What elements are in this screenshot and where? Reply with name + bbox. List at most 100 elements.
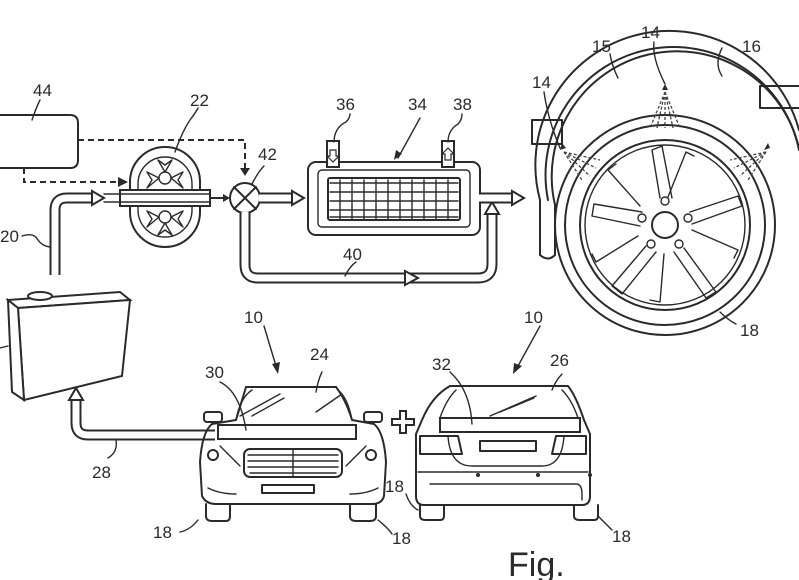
leader-18-rr [597, 515, 613, 531]
bypass-line [239, 212, 498, 284]
ref-18-fr: 18 [392, 529, 411, 548]
rear-wheel-right [573, 504, 599, 521]
combine-plus-icon [391, 410, 415, 434]
vehicle-front [199, 386, 387, 522]
valve [229, 182, 261, 214]
ref-18-rl: 18 [385, 477, 404, 496]
heat-exchanger [307, 140, 481, 236]
ref-38: 38 [453, 95, 472, 114]
leader-18-rl [405, 493, 419, 511]
front-wheel-right [349, 503, 377, 522]
ref-15: 15 [592, 37, 611, 56]
leader-26 [551, 373, 563, 391]
leader-14-left [543, 91, 561, 149]
flow-arrow-bypass-up [483, 200, 501, 215]
front-wheel-left [205, 503, 231, 522]
ref-20: 20 [0, 227, 19, 246]
ref-24: 24 [310, 345, 329, 364]
control-arrow-pump [118, 177, 128, 187]
ref-18-rr: 18 [612, 527, 631, 546]
arrowhead-10-rear [513, 363, 522, 374]
rear-license-plate [479, 440, 537, 452]
ref-16: 16 [742, 37, 761, 56]
leader-38 [447, 113, 463, 143]
wheel-spokes [591, 145, 743, 303]
ref-42: 42 [258, 145, 277, 164]
figure-caption: Fig. [508, 546, 565, 580]
front-license-plate [261, 484, 315, 494]
ref-32: 32 [432, 355, 451, 374]
rear-wheel-left [419, 504, 445, 521]
spray-nozzle-right [729, 143, 770, 181]
collection-tank [5, 290, 133, 402]
ref-10-rear: 10 [524, 308, 543, 327]
flow-arrow-pump [223, 194, 230, 202]
arrowhead-34 [394, 150, 402, 160]
leader-10-front [263, 325, 277, 367]
hx-outlet-arrow-icon [440, 147, 456, 161]
leader-22 [174, 107, 199, 153]
leader-40 [344, 261, 357, 277]
leader-16 [717, 47, 723, 77]
pump [103, 146, 211, 248]
ref-18-fl: 18 [153, 523, 172, 542]
ref-36: 36 [336, 95, 355, 114]
leader-30 [219, 381, 247, 431]
control-arrow-valve [240, 168, 250, 176]
pump-rotor-top [146, 159, 184, 189]
leader-28 [107, 439, 118, 459]
hx-core-grid [329, 179, 459, 220]
leader-tank [0, 345, 9, 349]
controller-box [0, 114, 79, 169]
leader-18-fl [179, 519, 199, 533]
control-line-pump [23, 168, 118, 183]
flow-arrow-hx-in [291, 189, 306, 207]
leader-44 [31, 99, 41, 121]
taillight-left [419, 435, 463, 455]
supply-line [49, 192, 92, 276]
headlight-left [207, 449, 219, 461]
flow-arrow-tank [67, 386, 85, 401]
flow-arrow-bypass [404, 269, 421, 287]
flow-arrow-supply [91, 189, 106, 207]
leader-32 [449, 371, 473, 425]
ref-28: 28 [92, 463, 111, 482]
vehicle-rear [415, 385, 599, 521]
taillight-right [551, 435, 587, 455]
spray-nozzle-left [560, 143, 601, 181]
ref-44: 44 [33, 81, 52, 100]
ref-14-top: 14 [641, 23, 660, 42]
ref-18-wheel: 18 [740, 321, 759, 340]
leader-10-rear [517, 325, 541, 367]
leader-34 [397, 117, 421, 159]
ref-40: 40 [343, 245, 362, 264]
wheel-lug-nuts [637, 196, 693, 249]
wheel [554, 114, 776, 336]
leader-18-wheel [719, 311, 737, 325]
arrowhead-10-front [272, 362, 280, 374]
front-collector-bar [217, 424, 357, 440]
leader-18-fr [377, 519, 393, 535]
ref-30: 30 [205, 363, 224, 382]
leader-24 [315, 371, 323, 393]
flow-arrow-nozzle [511, 189, 526, 207]
leader-20 [21, 233, 51, 248]
wheel-arch [534, 29, 799, 260]
ref-14-left: 14 [532, 73, 551, 92]
ref-22: 22 [190, 91, 209, 110]
leader-42 [251, 165, 265, 185]
headlight-right [365, 449, 377, 461]
ref-34: 34 [408, 95, 427, 114]
ref-26: 26 [550, 351, 569, 370]
hx-inlet-arrow-icon [325, 149, 341, 163]
return-line [70, 398, 216, 441]
spray-nozzle-top [649, 84, 681, 129]
control-line-valve [78, 139, 246, 170]
leader-14-top [653, 41, 666, 85]
leader-15 [609, 53, 619, 79]
rear-collector-bar [439, 417, 581, 433]
pump-rotor-bottom [146, 210, 184, 236]
ref-10-front: 10 [244, 308, 263, 327]
leader-36 [333, 113, 351, 143]
